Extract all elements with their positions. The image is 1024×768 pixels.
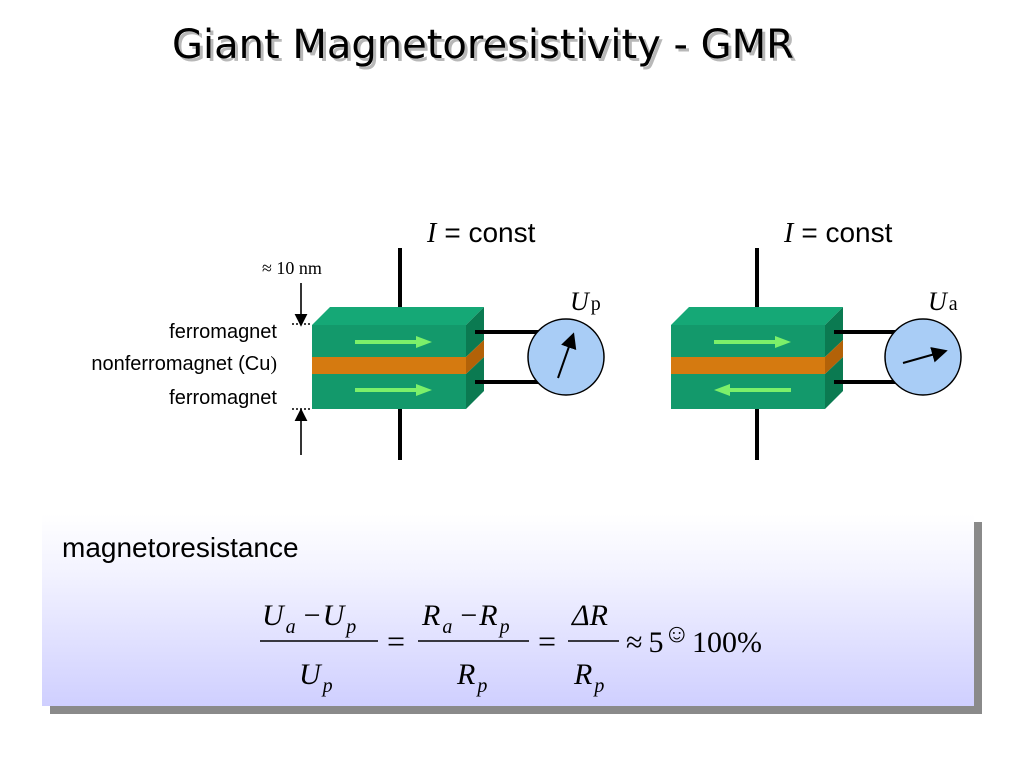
smiley-icon: ☺ <box>663 619 690 648</box>
voltmeter-needle <box>902 347 948 364</box>
right-current-label: I= const <box>783 217 893 249</box>
copper-layer <box>312 357 466 374</box>
copper-side <box>825 340 843 374</box>
gmr-diagram: ≈ 10 nm ferromagnet nonferromagnet (Cu) … <box>91 217 962 460</box>
copper-layer <box>671 357 825 374</box>
magnetization-arrowhead-bottom <box>714 384 730 396</box>
label-ferromagnet-top: ferromagnet <box>169 321 277 343</box>
magnetization-arrowhead-bottom <box>416 384 432 396</box>
magnetization-arrowhead-top <box>775 336 791 348</box>
f3-numerator: ΔR <box>571 599 608 632</box>
panel-label: magnetoresistance <box>62 532 299 563</box>
right-stack <box>671 248 962 460</box>
voltmeter-needle <box>557 332 577 379</box>
label-ferromagnet-bottom: ferromagnet <box>169 387 277 409</box>
equals-2: = <box>538 623 556 659</box>
slide-title: Giant Magnetoresistivity - GMR <box>172 22 794 68</box>
copper-side <box>466 340 484 374</box>
label-nonferromagnet: nonferromagnet (Cu) <box>91 353 277 375</box>
magnetization-arrowhead-top <box>416 336 432 348</box>
thickness-label: ≈ 10 nm <box>262 258 322 278</box>
left-current-label: I= const <box>426 217 536 249</box>
equals-1: = <box>387 623 405 659</box>
approx-result: ≈5☺100% <box>626 619 762 659</box>
stack-top-face <box>312 307 484 325</box>
left-stack <box>312 248 605 460</box>
stack-top-face <box>671 307 843 325</box>
